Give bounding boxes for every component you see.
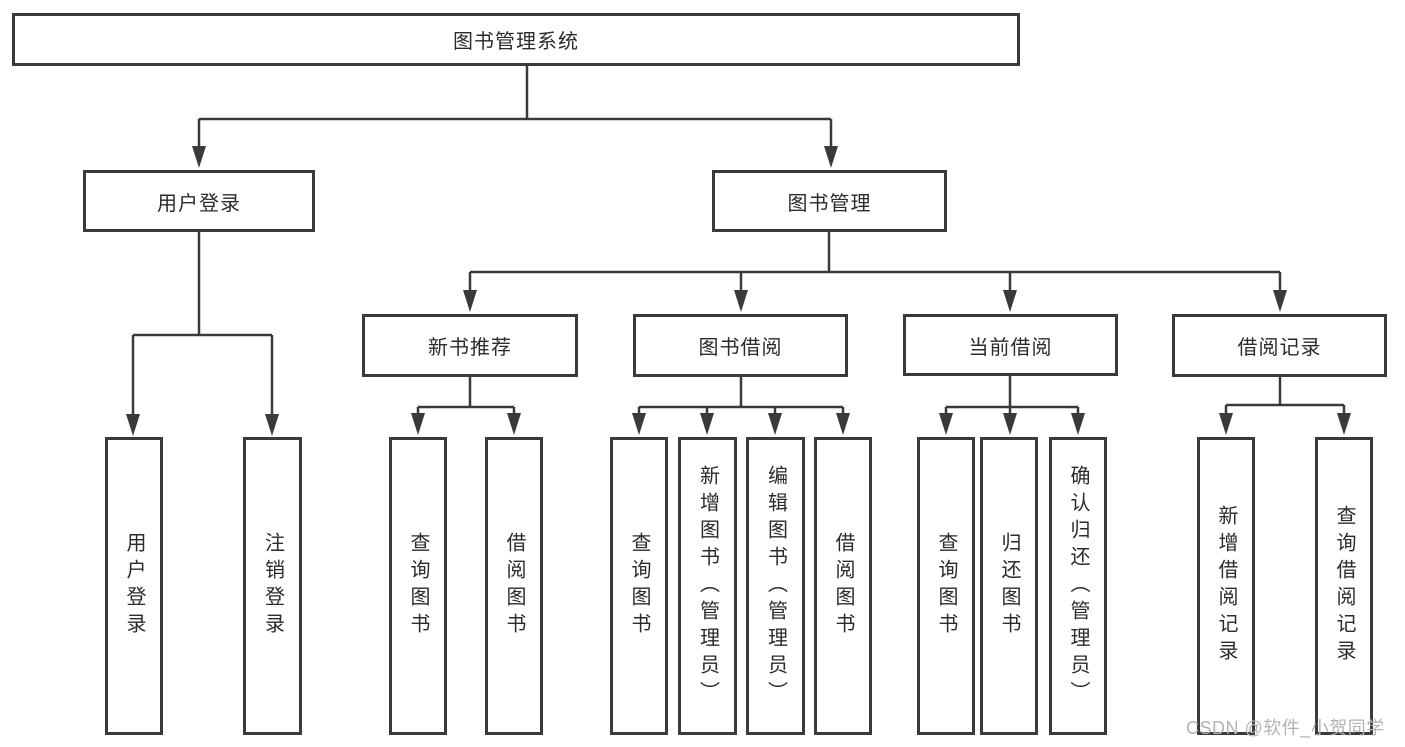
connector-records-to-leaves — [1224, 377, 1346, 416]
leaf-query-books-recommend-label: 查询图书 — [407, 532, 429, 640]
leaf-logout-label: 注销登录 — [261, 532, 284, 640]
leaf-user-login-label: 用户登录 — [123, 532, 145, 640]
connector-bookmgmt-to-level3 — [468, 232, 1282, 292]
node-current-borrowing: 当前借阅 — [903, 314, 1118, 376]
leaf-query-borrow-record-label: 查询借阅记录 — [1333, 505, 1355, 667]
leaf-borrow-books-recommend-label: 借阅图书 — [503, 532, 525, 640]
connector-newbooks-to-leaves — [416, 377, 516, 416]
connector-root-to-level2 — [197, 66, 833, 149]
leaf-query-books-current-label: 查询图书 — [935, 532, 957, 640]
leaf-logout: 注销登录 — [243, 437, 302, 735]
connector-borrowing-to-leaves — [637, 377, 845, 416]
leaf-user-login: 用户登录 — [105, 437, 163, 735]
leaf-borrow-books: 借阅图书 — [814, 437, 872, 735]
leaf-borrow-books-label: 借阅图书 — [832, 532, 854, 640]
node-book-management-module: 图书管理 — [712, 170, 947, 232]
connector-current-to-leaves — [944, 376, 1080, 416]
leaf-add-borrow-record-label: 新增借阅记录 — [1215, 505, 1237, 667]
node-borrowing-records-label: 借阅记录 — [1237, 337, 1322, 359]
node-book-management-module-label: 图书管理 — [787, 192, 872, 215]
leaf-query-borrow-record: 查询借阅记录 — [1315, 437, 1373, 735]
leaf-edit-books-admin: 编辑图书（管理员） — [746, 437, 805, 735]
leaf-query-books-recommend: 查询图书 — [389, 437, 447, 735]
node-current-borrowing-label: 当前借阅 — [968, 336, 1053, 359]
csdn-watermark: CSDN @软件_小贺同学 — [1186, 718, 1385, 738]
leaf-add-books-admin: 新增图书（管理员） — [678, 437, 737, 735]
node-root-system-label: 图书管理系统 — [453, 31, 579, 53]
leaf-return-books-label: 归还图书 — [998, 532, 1020, 640]
leaf-confirm-return-admin-label: 确认归还（管理员） — [1067, 464, 1089, 708]
node-user-login-module-label: 用户登录 — [157, 192, 241, 215]
leaf-borrow-books-recommend: 借阅图书 — [485, 437, 543, 735]
node-user-login-module: 用户登录 — [83, 170, 315, 232]
node-book-borrowing: 图书借阅 — [633, 314, 848, 377]
node-new-book-recommend: 新书推荐 — [362, 314, 578, 377]
leaf-query-books-borrowing: 查询图书 — [610, 437, 668, 735]
leaf-query-books-borrowing-label: 查询图书 — [628, 532, 650, 640]
leaf-return-books: 归还图书 — [980, 437, 1038, 735]
connector-userlogin-to-leaves — [131, 232, 274, 416]
leaf-add-borrow-record: 新增借阅记录 — [1197, 437, 1255, 735]
leaf-add-books-admin-label: 新增图书（管理员） — [696, 464, 719, 708]
leaf-query-books-current: 查询图书 — [917, 437, 975, 735]
leaf-confirm-return-admin: 确认归还（管理员） — [1049, 437, 1107, 735]
node-book-borrowing-label: 图书借阅 — [698, 337, 783, 359]
leaf-edit-books-admin-label: 编辑图书（管理员） — [764, 464, 787, 708]
node-new-book-recommend-label: 新书推荐 — [428, 337, 512, 359]
node-root-system: 图书管理系统 — [12, 13, 1020, 66]
arrowhead-icons — [126, 146, 1351, 436]
node-borrowing-records: 借阅记录 — [1172, 314, 1387, 377]
